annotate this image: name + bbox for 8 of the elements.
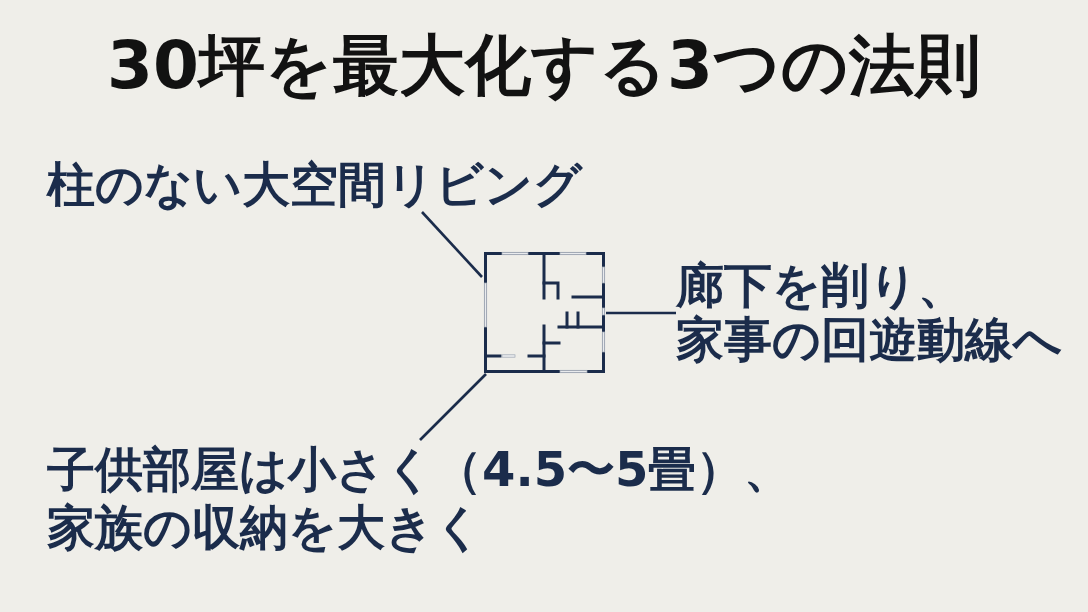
floor-plan-drawing <box>482 250 606 374</box>
title: 30坪を最大化する3つの法則 <box>107 26 981 106</box>
callout-text: 柱のない大空間リビング <box>47 156 582 212</box>
callout-text: 廊下を削り、家事の回遊動線へ <box>676 258 1076 366</box>
leader-line <box>606 311 676 315</box>
leader-line <box>421 211 483 278</box>
leader-line <box>419 373 487 441</box>
callout-text: 子供部屋は小さく（4.5〜5畳）、家族の収納を大きく <box>47 440 847 556</box>
